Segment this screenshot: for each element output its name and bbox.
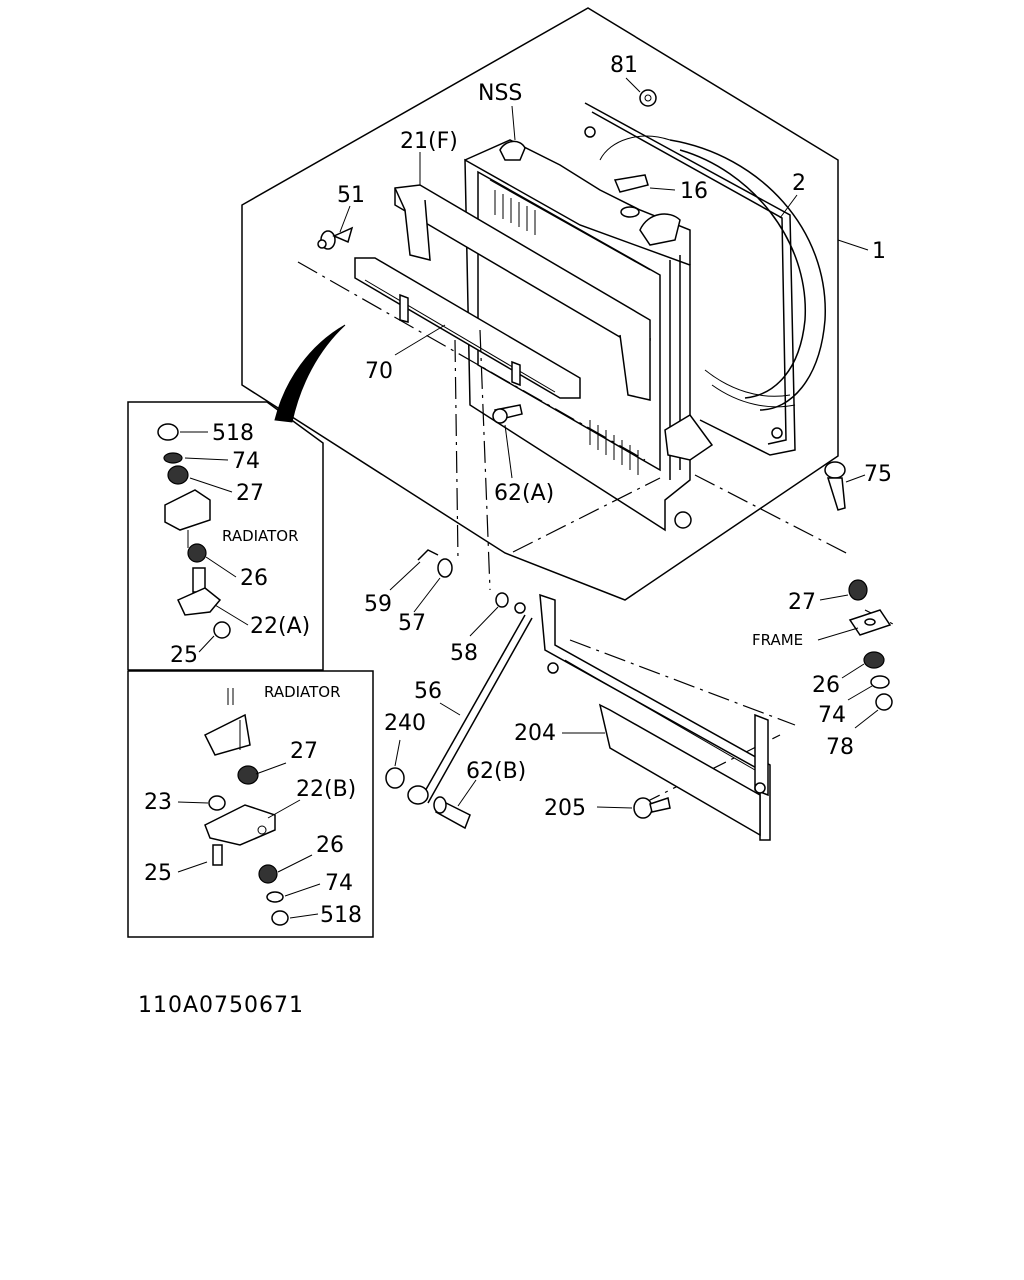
label-56: 56 bbox=[414, 679, 442, 704]
label-58: 58 bbox=[450, 641, 478, 666]
label-205: 205 bbox=[544, 796, 586, 821]
label-radiator-a: RADIATOR bbox=[222, 527, 299, 545]
label-518-b: 518 bbox=[320, 903, 362, 928]
upper-bracket-21f bbox=[394, 184, 651, 401]
label-25-b: 25 bbox=[144, 861, 172, 886]
label-74-b: 74 bbox=[818, 703, 846, 728]
label-nss: NSS bbox=[478, 81, 522, 106]
fan-shroud bbox=[584, 102, 826, 456]
label-1: 1 bbox=[872, 239, 886, 264]
inset-a-frame bbox=[127, 401, 324, 671]
callout-labels: NSS 81 21(F) 16 2 1 51 70 62(A) 75 518 7… bbox=[144, 53, 892, 928]
label-26-c: 26 bbox=[316, 833, 344, 858]
label-74-c: 74 bbox=[325, 871, 353, 896]
label-27-a: 27 bbox=[236, 481, 264, 506]
label-27-b: 27 bbox=[788, 590, 816, 615]
label-78: 78 bbox=[826, 735, 854, 760]
washer-58 bbox=[495, 592, 509, 608]
label-62a: 62(A) bbox=[494, 481, 554, 506]
inset-b-frame bbox=[127, 670, 374, 938]
label-518-a: 518 bbox=[212, 421, 254, 446]
label-26-a: 26 bbox=[240, 566, 268, 591]
label-27-c: 27 bbox=[290, 739, 318, 764]
leader-lines bbox=[177, 77, 879, 919]
label-62b: 62(B) bbox=[466, 759, 526, 784]
label-59: 59 bbox=[364, 592, 392, 617]
lower-bracket-70 bbox=[354, 257, 581, 399]
inset-b-parts bbox=[203, 688, 289, 926]
assembly-boundary bbox=[241, 7, 839, 601]
label-22a: 22(A) bbox=[250, 614, 310, 639]
rod-56 bbox=[419, 602, 533, 804]
bushing-rod-end bbox=[407, 785, 429, 805]
bolt-75 bbox=[824, 461, 846, 511]
bolt-62b bbox=[433, 796, 471, 830]
label-radiator-b: RADIATOR bbox=[264, 683, 341, 701]
label-51: 51 bbox=[337, 183, 365, 208]
drawing-code: 110A0750671 bbox=[138, 993, 304, 1018]
nut-240 bbox=[385, 767, 405, 789]
label-57: 57 bbox=[398, 611, 426, 636]
detail-arrow bbox=[274, 324, 346, 423]
label-240: 240 bbox=[384, 711, 426, 736]
bolt-205 bbox=[633, 797, 671, 819]
label-21f: 21(F) bbox=[400, 129, 458, 154]
label-70: 70 bbox=[365, 359, 393, 384]
bolt-62a bbox=[492, 404, 523, 424]
label-25-a: 25 bbox=[170, 643, 198, 668]
label-81: 81 bbox=[610, 53, 638, 78]
label-204: 204 bbox=[514, 721, 556, 746]
label-frame: FRAME bbox=[752, 631, 803, 649]
label-2: 2 bbox=[792, 171, 806, 196]
clip-59 bbox=[417, 549, 439, 561]
bolt-51 bbox=[317, 226, 354, 250]
right-mount-stack bbox=[848, 579, 893, 711]
washer-57 bbox=[437, 558, 453, 578]
label-16: 16 bbox=[680, 179, 708, 204]
label-26-b: 26 bbox=[812, 673, 840, 698]
label-22b: 22(B) bbox=[296, 777, 356, 802]
label-23: 23 bbox=[144, 790, 172, 815]
nut-81 bbox=[639, 89, 657, 107]
label-74-a: 74 bbox=[232, 449, 260, 474]
label-75: 75 bbox=[864, 462, 892, 487]
inset-a-parts bbox=[157, 423, 231, 639]
cross-member-204 bbox=[539, 593, 771, 841]
